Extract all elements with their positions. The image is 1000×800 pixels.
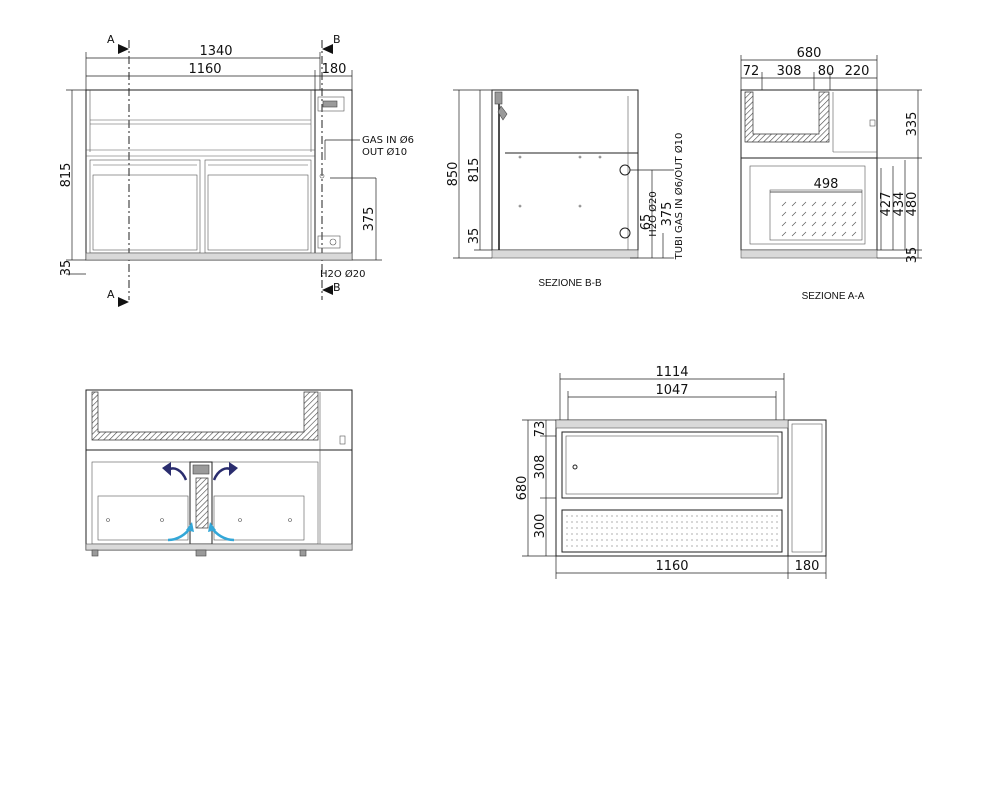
section-arrow-b-top — [322, 44, 333, 54]
dim-plan-680: 680 — [515, 476, 530, 501]
dim-375: 375 — [362, 207, 377, 232]
dim-plan-1114: 1114 — [655, 365, 688, 380]
dim-plan-180: 180 — [795, 559, 820, 574]
dim-aa-308: 308 — [777, 64, 802, 79]
plan-view: 1114 1047 680 73 308 300 — [515, 365, 827, 579]
dim-aa-498: 498 — [814, 177, 839, 192]
dim-aa-335: 335 — [905, 112, 920, 137]
front-view: 1340 1160 180 A B A B — [59, 33, 414, 307]
dim-bb-65: 65 — [639, 214, 654, 231]
caption-section-aa: SEZIONE A-A — [802, 291, 865, 302]
dim-plan-1047: 1047 — [655, 383, 688, 398]
plan-grille — [561, 509, 783, 553]
dim-aa-427: 427 — [879, 192, 894, 217]
section-mark-a-top: A — [107, 33, 115, 46]
dim-bb-375: 375 — [660, 202, 675, 227]
dim-aa-72: 72 — [743, 64, 760, 79]
section-arrow-a-bottom — [118, 297, 129, 307]
dim-aa-680: 680 — [797, 46, 822, 61]
section-b-b: 850 815 35 65 H2O Ø20 375 TUBI GAS IN Ø6… — [446, 89, 685, 289]
section-mark-b-top: B — [333, 33, 341, 46]
airflow-drawer-right — [213, 495, 305, 541]
section-mark-b-bottom: B — [333, 281, 341, 294]
front-drawer-left — [89, 159, 201, 254]
section-aa-lower — [740, 157, 878, 251]
plan-outline — [555, 419, 789, 557]
vent-slots — [781, 201, 857, 237]
section-arrow-a-top — [118, 44, 129, 54]
gas-note-bb: TUBI GAS IN Ø6/OUT Ø10 — [673, 133, 685, 261]
dim-plan-1160: 1160 — [655, 559, 688, 574]
dim-850: 850 — [446, 162, 461, 187]
dim-1160: 1160 — [188, 62, 221, 77]
dim-bb-35: 35 — [467, 228, 482, 245]
airflow-drawer-left — [97, 495, 189, 541]
dim-aa-80: 80 — [818, 64, 835, 79]
gas-note-in: GAS IN Ø6 — [362, 134, 414, 146]
water-note: H2O Ø20 — [320, 268, 366, 280]
gas-note-out: OUT Ø10 — [362, 146, 407, 158]
dim-35: 35 — [59, 260, 74, 277]
section-arrow-b-bottom — [322, 285, 333, 295]
dim-plan-308: 308 — [533, 455, 548, 480]
section-mark-a-bottom: A — [107, 288, 115, 301]
dim-1340: 1340 — [199, 44, 232, 59]
caption-section-bb: SEZIONE B-B — [538, 278, 602, 289]
dim-aa-220: 220 — [845, 64, 870, 79]
section-aa-upper — [740, 89, 878, 159]
dim-aa-480: 480 — [905, 192, 920, 217]
front-drawer-right — [204, 159, 312, 254]
airflow-view — [85, 389, 353, 557]
water-note-bb: H2O Ø20 — [647, 191, 659, 237]
plan-display-window — [561, 431, 783, 499]
dim-815: 815 — [59, 163, 74, 188]
grille-holes — [566, 515, 778, 547]
dim-bb-815: 815 — [467, 158, 482, 183]
dim-plan-73: 73 — [533, 421, 548, 438]
dim-aa-35: 35 — [905, 247, 920, 264]
section-bb-outline — [491, 89, 639, 251]
dim-plan-300: 300 — [533, 514, 548, 539]
plan-side-unit — [787, 419, 827, 557]
section-a-a: 680 72 308 80 220 498 — [740, 46, 922, 302]
dim-180: 180 — [322, 62, 347, 77]
dim-aa-434: 434 — [892, 192, 907, 217]
